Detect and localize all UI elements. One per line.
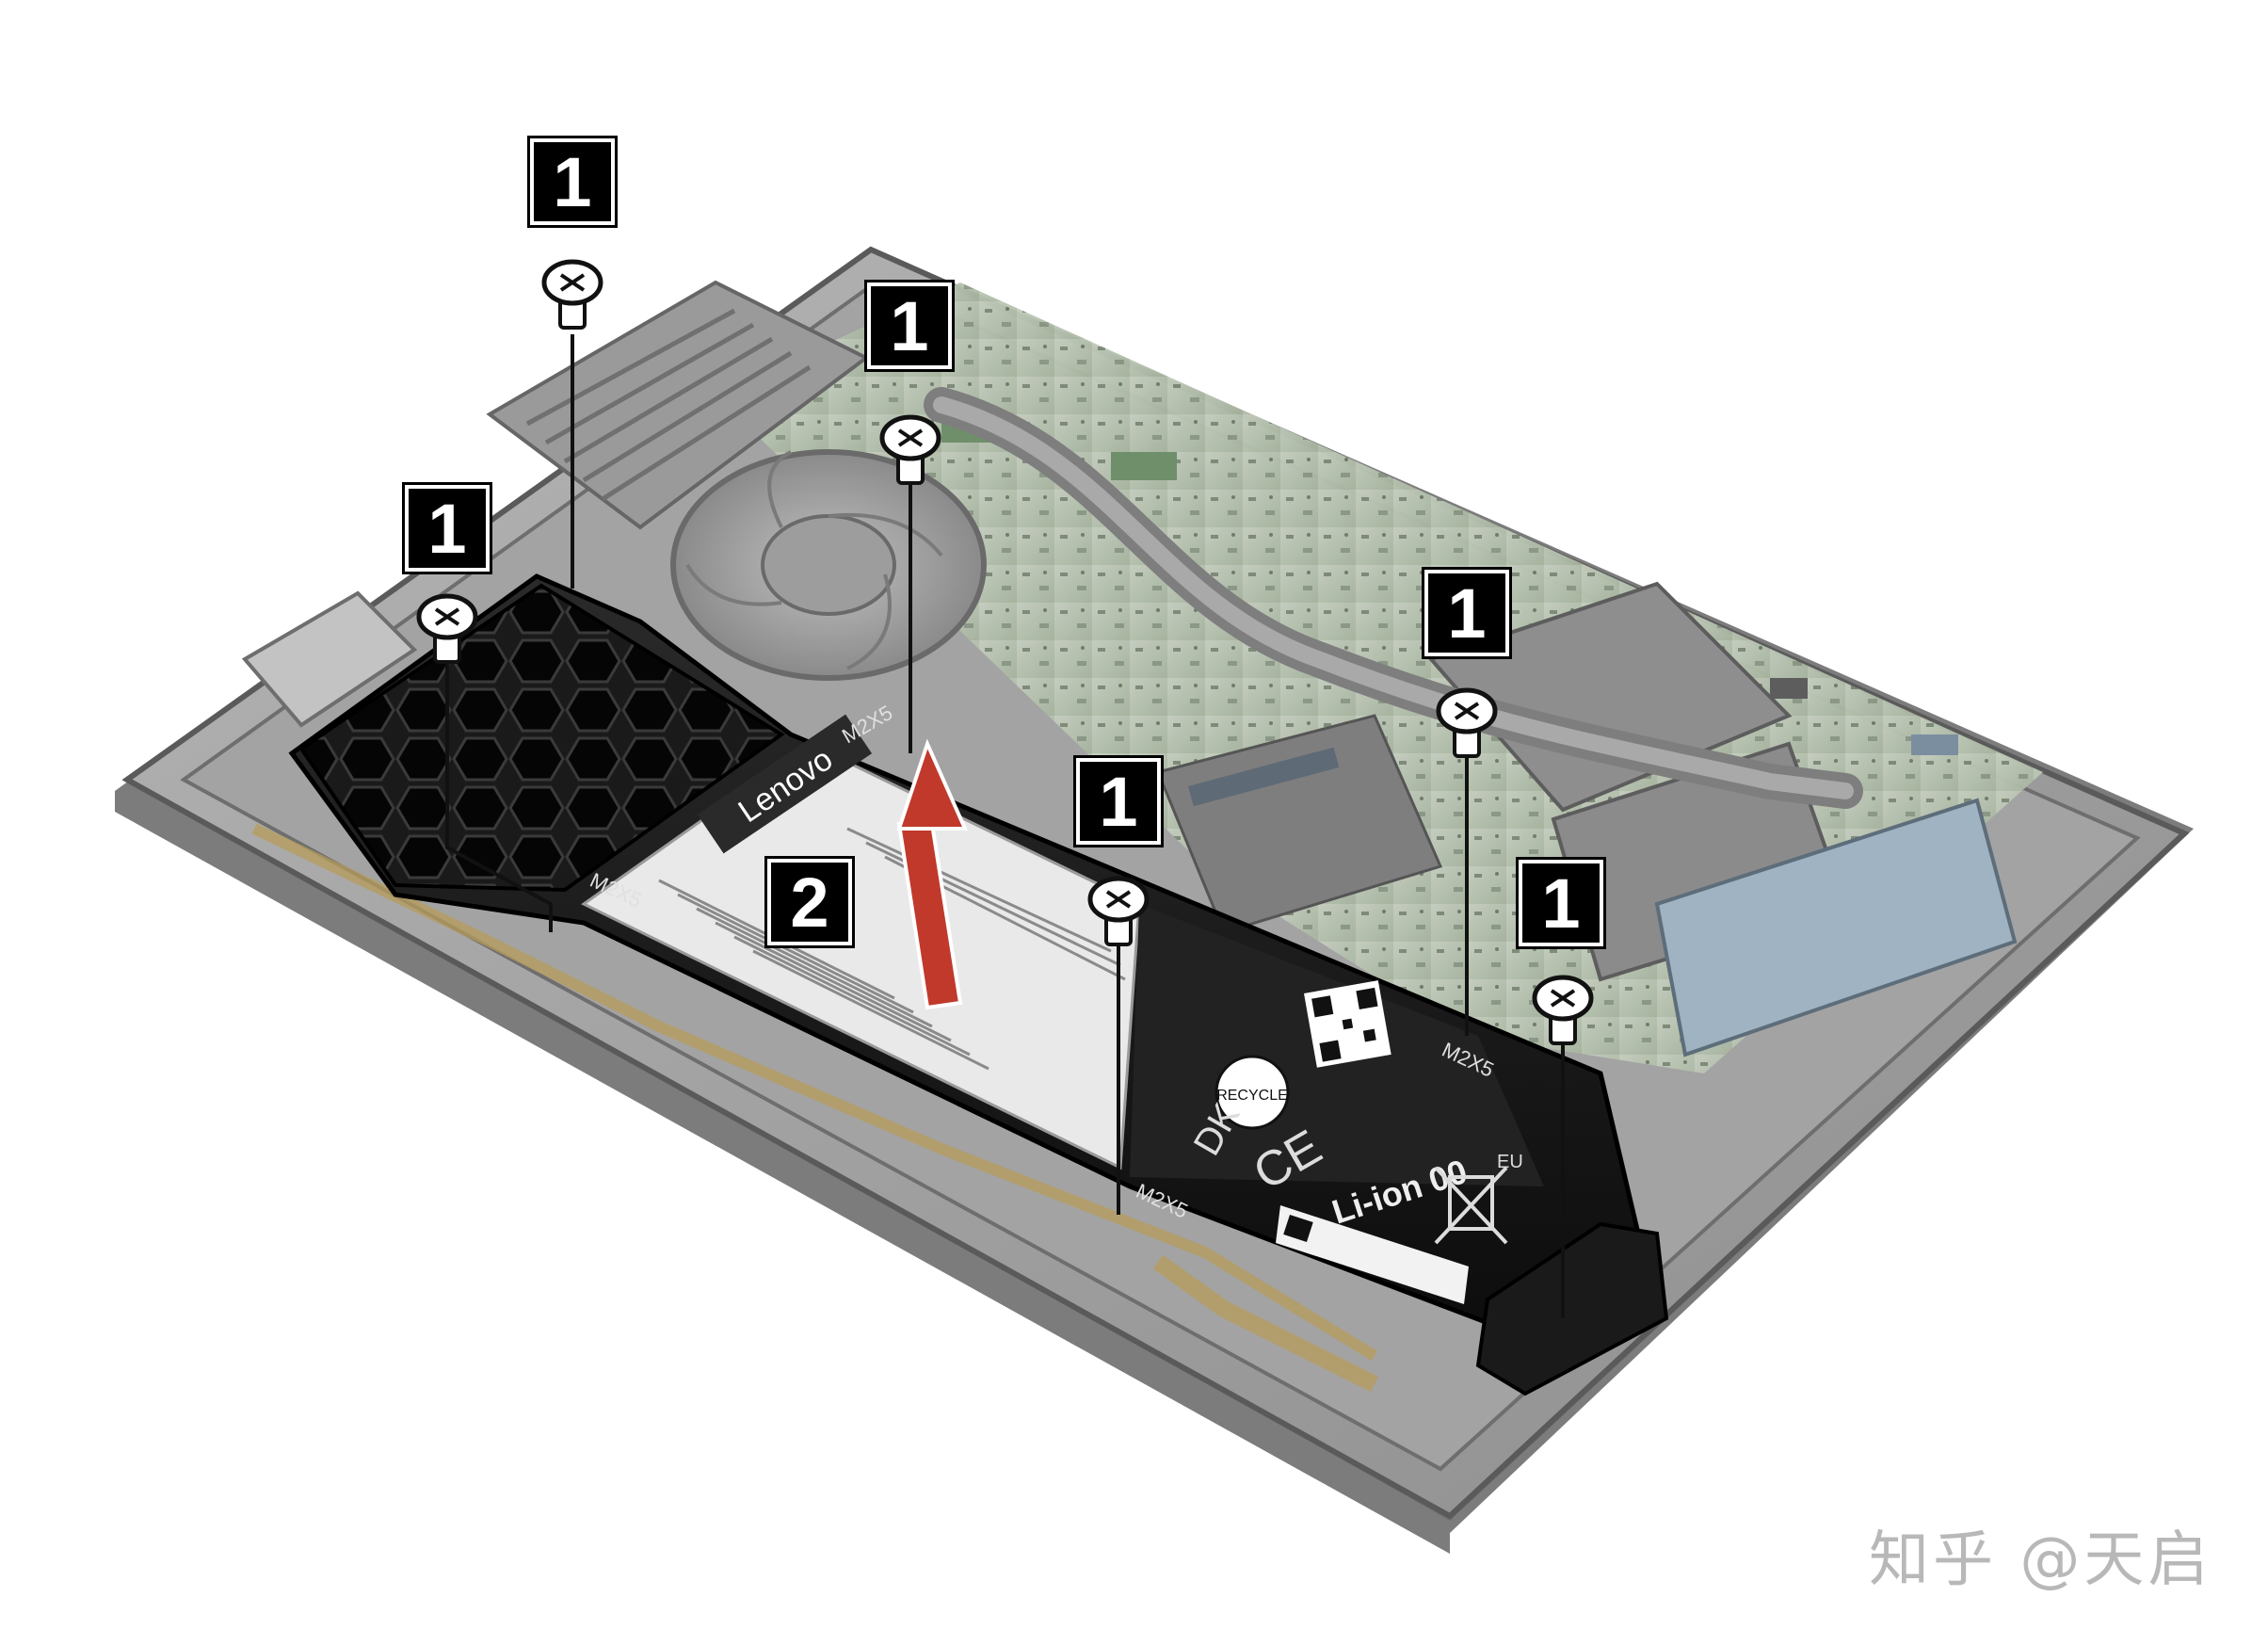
source-watermark: 知乎 @天启 (1869, 1525, 2212, 1595)
step-1-callout: 1 (402, 482, 492, 574)
screw-icon (416, 593, 478, 664)
screw-icon (879, 414, 941, 485)
arrow-up-icon (896, 738, 969, 1010)
screw-icon (1436, 687, 1498, 758)
step-1-callout: 1 (864, 280, 955, 372)
screw-icon (541, 259, 603, 330)
left-module (241, 590, 1379, 1393)
cooling-fan (486, 280, 987, 681)
step-1-callout: 1 (1422, 567, 1512, 659)
heat-pipe (924, 387, 1863, 809)
battery-pack: Lenovo M2X5 M2X5 M2X5 M2X5 RECYCLE CE (288, 573, 1669, 1396)
qr-code-icon (1304, 980, 1391, 1068)
eu-mark-text: EU (1497, 1152, 1523, 1172)
step-1-callout: 1 (527, 136, 618, 228)
recycle-label: RECYCLE (1216, 1088, 1288, 1104)
screw-icon (1532, 975, 1594, 1045)
weee-bin-icon: EU (1434, 1152, 1523, 1245)
screw-icon (1087, 876, 1150, 946)
recycle-icon: RECYCLE (1214, 1055, 1290, 1130)
barcode-sticker (1276, 1205, 1469, 1304)
step-1-callout: 1 (1073, 755, 1164, 847)
step-1-callout: 1 (1516, 857, 1606, 949)
screw-leader-lines (445, 334, 1565, 1318)
step-2-callout: 2 (764, 856, 855, 948)
